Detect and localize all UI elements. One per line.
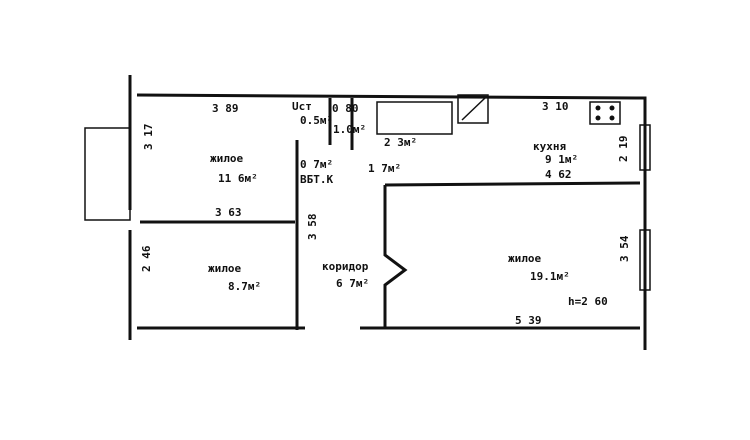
dim-363: 3 63 [215, 206, 242, 219]
living1-name: жилое [210, 152, 243, 165]
dim-246: 2 46 [140, 245, 153, 272]
storage-area: 2 3м² [384, 136, 417, 149]
dim-539: 5 39 [515, 314, 542, 327]
dim-354: 3 54 [618, 235, 631, 262]
dim-317: 3 17 [142, 124, 155, 151]
dim-219: 2 19 [617, 136, 630, 163]
labels: жилое 11 6м² жилое 8.7м² жилое 19.1м² ко… [140, 100, 631, 327]
hall-area: 1 7м² [368, 162, 401, 175]
dim-462: 4 62 [545, 168, 572, 181]
closet-area: 0 7м² [300, 158, 333, 171]
kitchen-name: кухня [533, 140, 566, 153]
window [639, 124, 651, 171]
wc-name: Uст [292, 100, 312, 113]
living3-area: 19.1м² [530, 270, 570, 283]
living2-name: жилое [208, 262, 241, 275]
bath-area: 1.0м² [333, 123, 366, 136]
corridor-area: 6 7м² [336, 277, 369, 290]
dim-389: 3 89 [212, 102, 239, 115]
corridor-name: коридор [322, 260, 369, 273]
height: h=2 60 [568, 295, 608, 308]
dim-310: 3 10 [542, 100, 569, 113]
dim-358: 3 58 [306, 214, 319, 241]
shaft [457, 94, 489, 124]
closet-note: ВБТ.К [300, 173, 333, 186]
bathtub [376, 101, 453, 135]
wc-area: 0.5м² [300, 114, 333, 127]
stove-icon [589, 101, 621, 125]
window [639, 229, 651, 291]
living1-area: 11 6м² [218, 172, 258, 185]
walls [84, 75, 651, 350]
living3-name: жилое [508, 252, 541, 265]
kitchen-area: 9 1м² [545, 153, 578, 166]
living2-area: 8.7м² [228, 280, 261, 293]
dim-080: 0 80 [332, 102, 359, 115]
balcony [84, 127, 131, 221]
